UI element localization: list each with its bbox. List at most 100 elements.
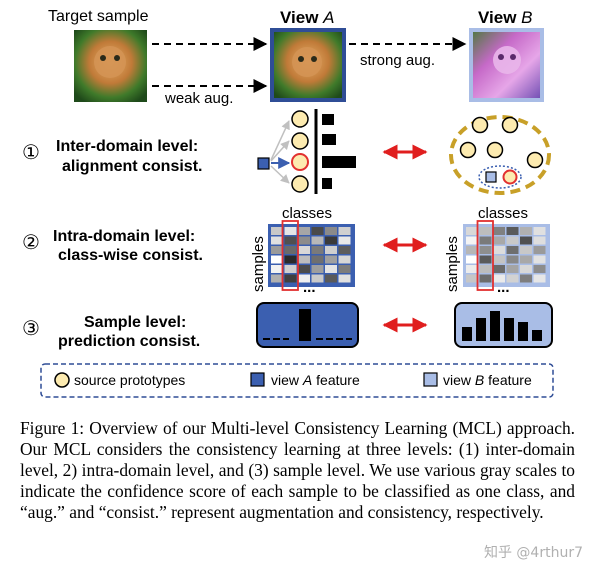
heatmap-cell [533,227,546,235]
heatmap-cell [506,265,519,273]
level-3-title: Sample level: [84,314,186,331]
prototype-icon [501,116,519,134]
legend-box [40,363,554,398]
heatmap-cell [479,246,492,254]
heatmap-cell [325,274,337,283]
heatmap-cell [284,265,297,273]
heatmap-cell [520,265,532,273]
heatmap-cell [311,236,324,245]
heatmap-cell [298,265,310,273]
heatmap-cell [271,236,283,245]
heatmap-cell [298,246,310,254]
heatmap-cell [338,227,351,235]
level-2-subtitle: class-wise consist. [58,247,203,264]
heatmap-cell [520,236,532,245]
class-wise-heatmap-view-b [463,220,550,291]
samples-label-a: samples [250,236,267,292]
heatmap-cell [271,255,283,264]
heatmap-cell [325,246,337,254]
heatmap-cell [271,265,283,273]
heatmap-cell [466,274,478,283]
level-2-number: ② [22,232,40,254]
view-a-image [270,28,346,102]
heatmap-cell [466,236,478,245]
heatmap-cell [271,246,283,254]
heatmap-cell [520,246,532,254]
heatmap-cell [325,265,337,273]
level-3-number: ③ [22,318,40,340]
heatmap-cell [533,246,546,254]
inter-domain-view-a-diagram [257,109,356,194]
heatmap-cell [493,236,505,245]
heatmap-cell [298,255,310,264]
heatmap-cell [506,227,519,235]
heatmap-cell [493,227,505,235]
prototype-icon [471,116,489,134]
level-1-title: Inter-domain level: [56,138,198,155]
inter-domain-view-b-diagram [449,115,551,195]
legend-view-b-feature: view B feature [443,372,532,388]
view-b-image [469,28,544,102]
heatmap-cell [338,236,351,245]
heatmap-cell [506,236,519,245]
legend-view-a-feature: view A feature [271,372,360,388]
heatmap-cell [533,255,546,264]
heatmap-cell [325,255,337,264]
heatmap-cell [479,255,492,264]
heatmap-cell [284,274,297,283]
target-sample-image [74,30,147,102]
ellipsis-b: ... [497,279,510,296]
heatmap-cell [493,265,505,273]
heatmap-cell [298,236,310,245]
weak-aug-label: weak aug. [164,90,233,107]
heatmap-cell [284,227,297,235]
heatmap-cell [493,274,505,283]
level-1-subtitle: alignment consist. [62,158,202,175]
heatmap-cell [338,246,351,254]
prototype-icon-highlighted [502,169,518,185]
heatmap-cell [479,265,492,273]
heatmap-cell [479,236,492,245]
prototype-icon [486,141,504,159]
target-sample-label: Target sample [48,8,149,25]
heatmap-cell [284,246,297,254]
heatmap-cell [311,227,324,235]
heatmap-cell [506,274,519,283]
heatmap-cell [466,265,478,273]
heatmap-cell [325,236,337,245]
heatmap-cell [479,227,492,235]
heatmap-cell [533,236,546,245]
heatmap-cell [271,274,283,283]
heatmap-cell [311,265,324,273]
view-b-title: View B [478,8,533,27]
samples-label-b: samples [444,236,461,292]
legend-prototype-icon [54,372,70,388]
heatmap-cell [506,255,519,264]
heatmap-cell [466,246,478,254]
heatmap-cell [520,274,532,283]
heatmap-cell [520,255,532,264]
heatmap-cell [271,227,283,235]
heatmap-cell [338,274,351,283]
figure-caption: Figure 1: Overview of our Multi-level Co… [20,418,575,523]
mcl-overview-figure: Target sample View A View B weak aug. st… [22,8,554,398]
heatmap-cell [298,274,310,283]
watermark: 知乎 @4rthur7 [483,545,583,561]
heatmap-cell [311,255,324,264]
prediction-view-a [256,302,359,348]
heatmap-cell [466,255,478,264]
level-2-title: Intra-domain level: [53,228,195,245]
legend-view-a-icon [250,372,265,387]
legend-source-prototypes: source prototypes [74,372,185,388]
level-1-number: ① [22,142,40,164]
heatmap-cell [520,227,532,235]
heatmap-cell [493,246,505,254]
view-b-feature-square [485,171,497,183]
heatmap-cell [311,246,324,254]
ellipsis-a: ... [303,279,316,296]
strong-aug-label: strong aug. [360,52,435,69]
classes-label-b: classes [478,205,528,222]
classes-label-a: classes [282,205,332,222]
heatmap-cell [298,227,310,235]
class-wise-heatmap-view-a [268,220,355,291]
